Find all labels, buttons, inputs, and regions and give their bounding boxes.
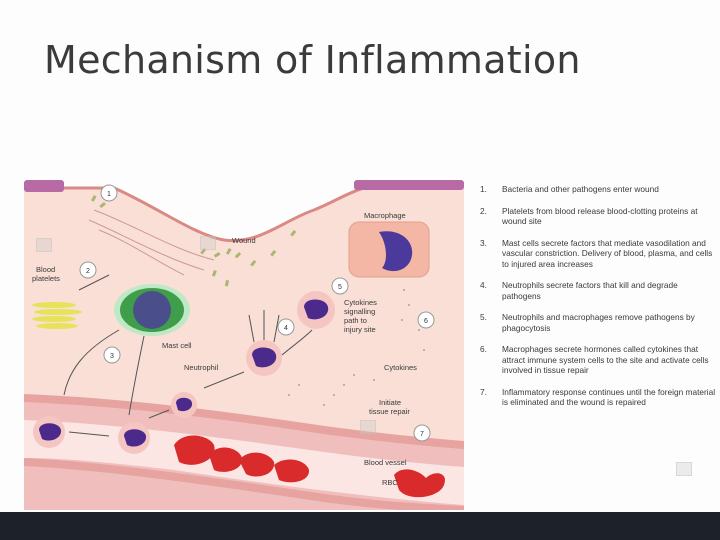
platelets xyxy=(32,302,82,329)
label-cytokines: Cytokines xyxy=(384,363,417,372)
step-item: 7.Inflammatory response continues until … xyxy=(480,386,716,408)
step-item: 2.Platelets from blood release blood-clo… xyxy=(480,205,698,227)
steps-list: 1.Bacteria and other pathogens enter wou… xyxy=(480,184,716,419)
svg-text:5: 5 xyxy=(338,284,342,291)
watermark-icon xyxy=(36,238,52,252)
svg-text:4: 4 xyxy=(284,325,288,332)
svg-text:7: 7 xyxy=(420,431,424,438)
svg-text:6: 6 xyxy=(424,318,428,325)
inflammation-diagram: 1 2 3 4 5 6 7 Wound Macrophage Blood pla… xyxy=(24,180,464,510)
svg-text:signalling: signalling xyxy=(344,307,375,316)
mast-cell xyxy=(114,284,190,336)
neutrophil-tissue xyxy=(246,291,335,376)
bottom-bar xyxy=(0,512,720,540)
step-item: 4.Neutrophils secrete factors that kill … xyxy=(480,280,678,301)
label-mast-cell: Mast cell xyxy=(162,341,192,350)
svg-text:Blood: Blood xyxy=(36,265,55,274)
svg-text:1: 1 xyxy=(107,191,111,198)
svg-text:tissue repair: tissue repair xyxy=(369,407,410,416)
skin-surface xyxy=(24,186,365,243)
label-wound: Wound xyxy=(232,236,256,245)
step-item: 1.Bacteria and other pathogens enter wou… xyxy=(480,184,659,194)
label-neutrophil: Neutrophil xyxy=(184,363,219,372)
svg-text:injury site: injury site xyxy=(344,325,376,334)
svg-text:Cytokines: Cytokines xyxy=(344,298,377,307)
label-rbc: RBC xyxy=(382,478,398,487)
svg-text:2: 2 xyxy=(86,268,90,275)
svg-text:3: 3 xyxy=(110,353,114,360)
slide: Mechanism of Inflammation xyxy=(24,38,716,534)
step-markers: 1 2 3 4 5 6 7 xyxy=(79,184,435,442)
slide-title: Mechanism of Inflammation xyxy=(44,38,581,82)
svg-text:path to: path to xyxy=(344,316,367,325)
label-blood-vessel: Blood vessel xyxy=(364,458,407,467)
step-item: 3.Mast cells secrete factors that mediat… xyxy=(480,237,713,269)
macrophage xyxy=(348,221,430,278)
watermark-icon xyxy=(676,462,692,476)
label-macrophage: Macrophage xyxy=(364,211,406,220)
svg-text:platelets: platelets xyxy=(32,274,60,283)
step-item: 6.Macrophages secrete hormones called cy… xyxy=(480,344,709,375)
red-blood-cells xyxy=(174,435,445,498)
step-item: 5.Neutrophils and macrophages remove pat… xyxy=(480,312,695,333)
svg-text:Initiate: Initiate xyxy=(379,398,401,407)
watermark-icon xyxy=(360,420,376,434)
watermark-icon xyxy=(200,236,216,250)
